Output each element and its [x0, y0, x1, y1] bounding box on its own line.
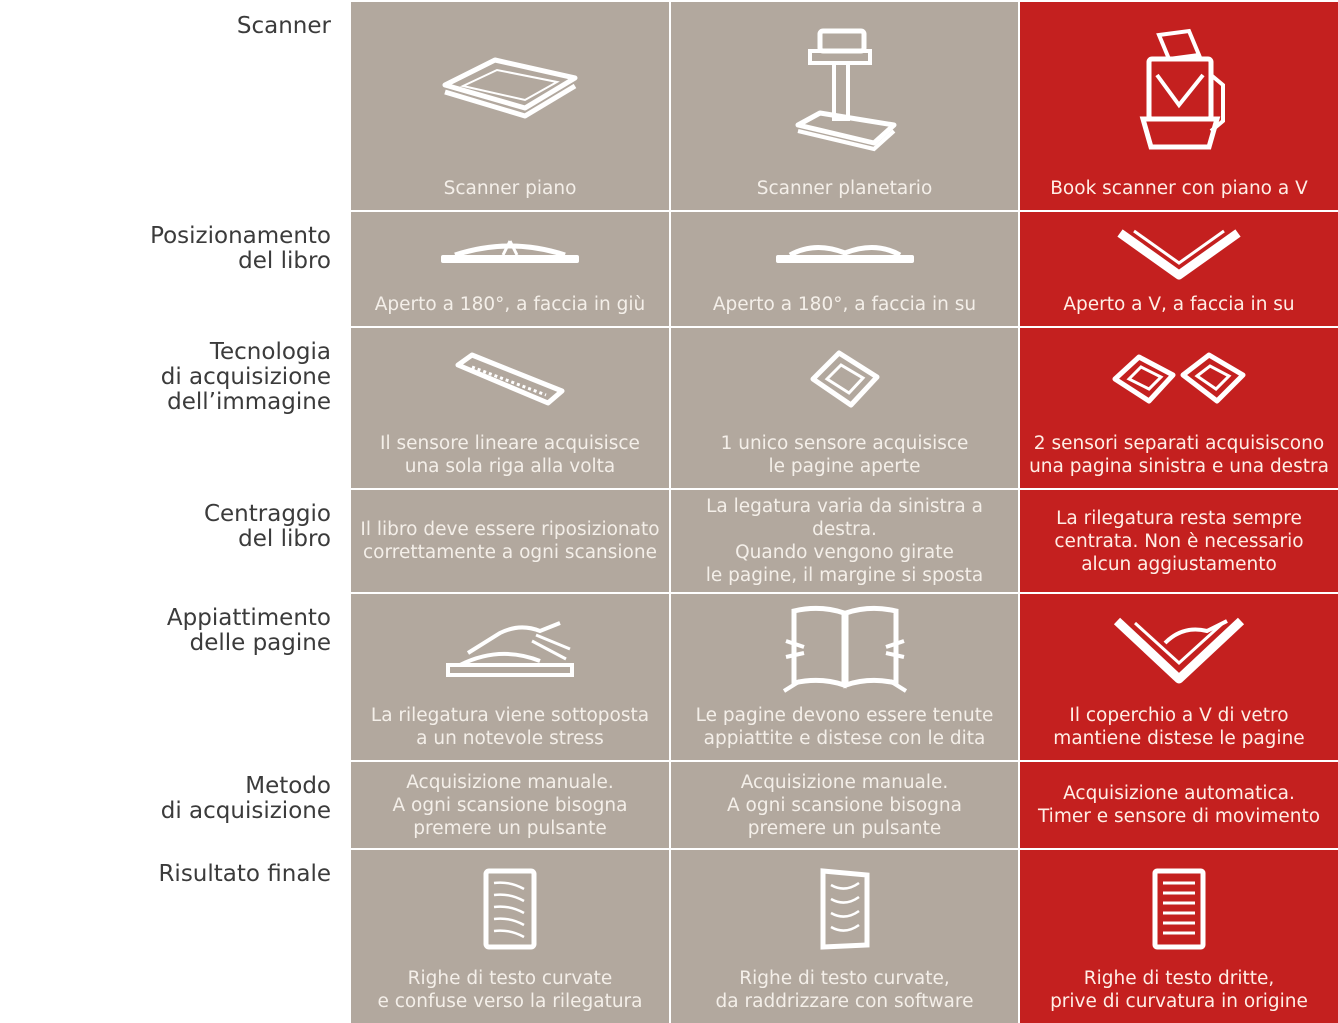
cell-method-flatbed: Acquisizione manuale. A ogni scansione b… [349, 760, 669, 848]
cell-text: La legatura varia da sinistra a destra. … [705, 496, 984, 586]
curved-page-result-icon [483, 868, 537, 949]
cell-text: Righe di testo curvate e confuse verso l… [377, 968, 643, 1012]
cell-text: Scanner piano [443, 178, 577, 199]
cell-text: La rilegatura resta sempre centrata. Non… [1054, 507, 1304, 575]
cell-text: Acquisizione automatica. Timer e sensore… [1037, 783, 1321, 827]
cell-text: Il sensore lineare acquisisce una sola r… [380, 433, 640, 477]
cell-text: La rilegatura viene sottoposta a un note… [370, 705, 650, 749]
planetary-scanner-icon [795, 28, 896, 151]
v-open-book-icon [1117, 228, 1241, 279]
cell-text: Aperto a 180°, a faccia in giù [374, 294, 646, 315]
straight-page-result-icon [1152, 868, 1206, 949]
cell-linear-sensor: Il sensore lineare acquisisce una sola r… [349, 326, 669, 488]
cell-text: 2 sensori separati acquisiscono una pagi… [1029, 433, 1329, 477]
cell-result-planetary: Righe di testo curvate, da raddrizzare c… [669, 848, 1018, 1023]
cell-centering-v: La rilegatura resta sempre centrata. Non… [1018, 488, 1338, 592]
cell-centering-planetary: La legatura varia da sinistra a destra. … [669, 488, 1018, 592]
cell-text: Acquisizione manuale. A ogni scansione b… [392, 771, 628, 839]
cell-text: Scanner planetario [756, 178, 933, 199]
dual-sensor-icon [1112, 352, 1246, 404]
cell-centering-flatbed: Il libro deve essere riposizionato corre… [349, 488, 669, 592]
cell-flatten-flatbed: La rilegatura viene sottoposta a un note… [349, 592, 669, 760]
v-book-scanner-icon [1139, 28, 1225, 149]
cell-face-up: Aperto a 180°, a faccia in su [669, 210, 1018, 326]
cell-result-v: Righe di testo dritte, prive di curvatur… [1018, 848, 1338, 1023]
cell-v-book-scanner: Book scanner con piano a V [1018, 0, 1338, 210]
cell-flatten-planetary: Le pagine devono essere tenute appiattit… [669, 592, 1018, 760]
row-label-book-centering: Centraggio del libro [203, 501, 331, 552]
cell-text: Le pagine devono essere tenute appiattit… [695, 705, 994, 749]
cell-text: Acquisizione manuale. A ogni scansione b… [727, 771, 962, 839]
cell-dual-sensor: 2 sensori separati acquisiscono una pagi… [1018, 326, 1338, 488]
cell-flatbed-scanner: Scanner piano [349, 0, 669, 210]
row-label-scanner: Scanner [236, 13, 331, 39]
cell-face-down: Aperto a 180°, a faccia in giù [349, 210, 669, 326]
cell-text: Il coperchio a V di vetro mantiene diste… [1053, 705, 1305, 749]
cell-text: Righe di testo dritte, prive di curvatur… [1050, 968, 1308, 1012]
flatbed-scanner-icon [442, 57, 578, 118]
row-label-page-flattening: Appiattimento delle pagine [166, 605, 331, 656]
cell-planetary-scanner: Scanner planetario [669, 0, 1018, 210]
fingers-flatten-pages-icon [782, 605, 907, 693]
hand-press-flatbed-icon [446, 621, 574, 677]
cell-method-planetary: Acquisizione manuale. A ogni scansione b… [669, 760, 1018, 848]
linear-sensor-icon [455, 352, 565, 406]
row-label-final-result: Risultato finale [158, 861, 331, 887]
book-face-down-icon [441, 239, 579, 263]
cell-text: Book scanner con piano a V [1050, 178, 1308, 199]
cell-text: Aperto a 180°, a faccia in su [712, 294, 977, 315]
cell-text: Il libro deve essere riposizionato corre… [360, 519, 660, 563]
cell-single-sensor: 1 unico sensore acquisisce le pagine ape… [669, 326, 1018, 488]
cell-v-open: Aperto a V, a faccia in su [1018, 210, 1338, 326]
row-label-acquisition-technology: Tecnologia di acquisizione dell’immagine [160, 339, 331, 415]
warped-page-result-icon [820, 867, 869, 950]
cell-text: 1 unico sensore acquisisce le pagine ape… [720, 433, 969, 477]
row-label-book-position: Posizionamento del libro [150, 223, 331, 274]
cell-result-flatbed: Righe di testo curvate e confuse verso l… [349, 848, 669, 1023]
single-sensor-icon [810, 350, 879, 408]
cell-method-v: Acquisizione automatica. Timer e sensore… [1018, 760, 1338, 848]
v-glass-cover-icon [1113, 617, 1245, 684]
row-label-acquisition-method: Metodo di acquisizione [160, 773, 331, 824]
cell-flatten-v: Il coperchio a V di vetro mantiene diste… [1018, 592, 1338, 760]
book-face-up-icon [775, 244, 914, 263]
cell-text: Aperto a V, a faccia in su [1063, 294, 1295, 315]
cell-text: Righe di testo curvate, da raddrizzare c… [715, 968, 974, 1012]
